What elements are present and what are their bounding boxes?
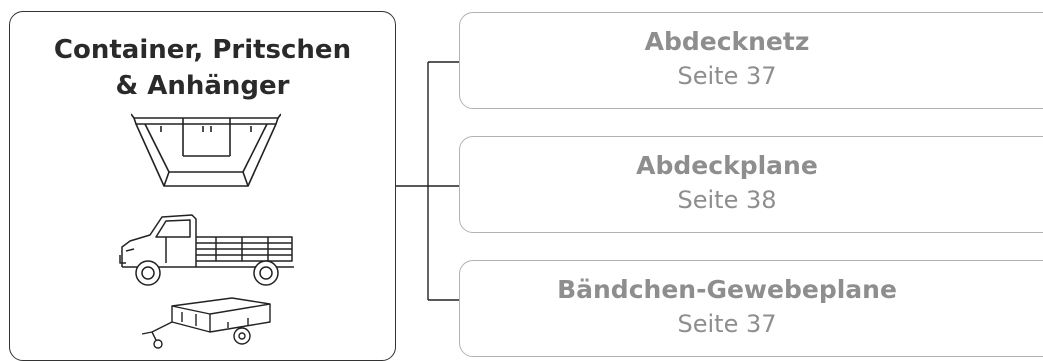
item-page: Seite 37 — [677, 62, 777, 90]
category-title-line2: & Anhänger — [115, 71, 290, 101]
item-abdecknetz[interactable]: Abdecknetz Seite 37 — [459, 12, 1043, 109]
item-abdeckplane[interactable]: Abdeckplane Seite 38 — [459, 136, 1043, 233]
item-title: Bändchen-Gewebeplane — [557, 275, 897, 304]
pickup-truck-icon — [119, 214, 294, 286]
category-title-line1: Container, Pritschen — [53, 35, 352, 65]
connector-lines — [396, 61, 460, 301]
trailer-icon — [141, 297, 271, 349]
item-title: Abdecknetz — [644, 27, 810, 56]
item-page: Seite 37 — [677, 310, 777, 338]
item-page: Seite 38 — [677, 186, 777, 214]
skip-container-icon — [131, 113, 281, 187]
item-baendchen-gewebeplane[interactable]: Bändchen-Gewebeplane Seite 37 — [459, 260, 1043, 357]
category-box: Container, Pritschen & Anhänger — [9, 11, 396, 361]
item-title: Abdeckplane — [636, 151, 818, 180]
